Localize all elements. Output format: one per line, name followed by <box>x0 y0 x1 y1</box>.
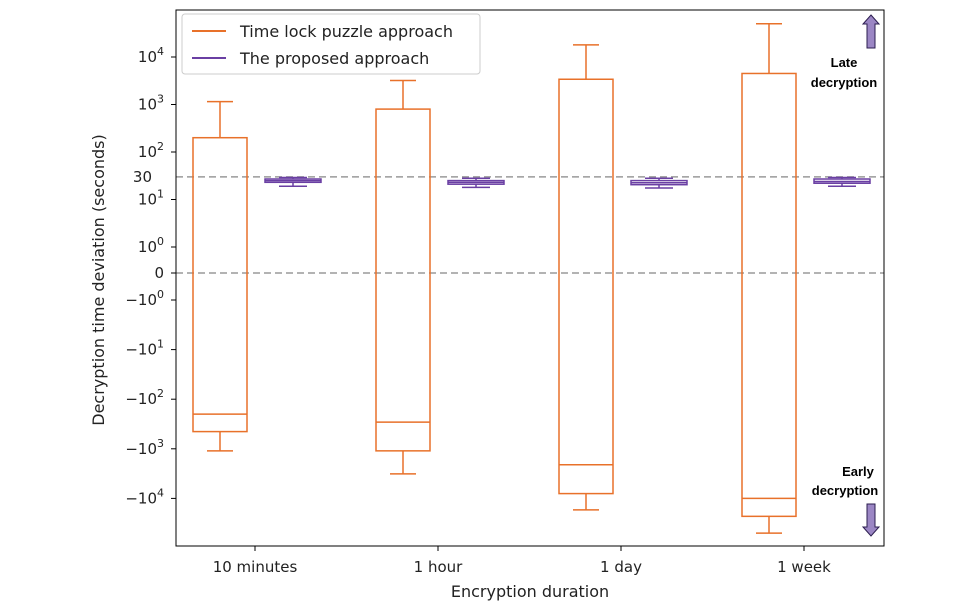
y-tick-label: −103 <box>125 437 164 458</box>
down-arrow-icon <box>861 503 881 537</box>
box-0-2 <box>558 44 614 511</box>
late-decryption-annotation: Late decryption <box>811 14 881 90</box>
late-label-line1: Late <box>831 55 858 70</box>
x-axis-title: Encryption duration <box>451 582 609 601</box>
box-1-2 <box>630 177 688 189</box>
y-tick-label: −102 <box>125 387 164 408</box>
x-axis-ticks: 10 minutes 1 hour 1 day 1 week <box>213 546 831 576</box>
x-tick-label: 10 minutes <box>213 558 298 576</box>
early-label-line2: decryption <box>812 483 879 498</box>
y-tick-label: 103 <box>138 93 164 114</box>
late-label-line2: decryption <box>811 75 878 90</box>
iqr-box <box>741 72 797 518</box>
iqr-box <box>192 136 248 433</box>
y-tick-label: −101 <box>125 338 164 359</box>
y-tick-label: 30 <box>133 168 152 186</box>
y-tick-label: 101 <box>138 188 164 209</box>
legend-label-time-lock: Time lock puzzle approach <box>239 22 453 41</box>
y-axis-title: Decryption time deviation (seconds) <box>89 134 108 425</box>
early-label-line1: Early <box>842 464 875 479</box>
early-decryption-annotation: Early decryption <box>812 464 881 537</box>
reference-lines <box>176 176 884 274</box>
x-tick-label: 1 day <box>600 558 642 576</box>
iqr-box <box>558 78 614 495</box>
box-1-1 <box>447 177 505 189</box>
box-0-1 <box>375 79 431 475</box>
box-0-0 <box>192 100 248 452</box>
up-arrow-icon <box>861 14 881 49</box>
y-tick-label: −100 <box>125 288 164 309</box>
box-series <box>192 23 871 534</box>
box-1-3 <box>813 176 871 188</box>
y-tick-label: 104 <box>138 45 164 66</box>
legend: Time lock puzzle approach The proposed a… <box>181 13 481 75</box>
x-tick-label: 1 hour <box>414 558 464 576</box>
y-tick-label: 0 <box>154 264 164 282</box>
box-0-3 <box>741 23 797 534</box>
box-1-0 <box>264 176 322 188</box>
iqr-box <box>375 108 431 452</box>
y-axis-ticks: 104 103 102 30 101 100 0 −100 −101 −102 −103 −104 <box>125 45 176 507</box>
plot-frame <box>175 9 885 547</box>
y-tick-label: 100 <box>138 235 164 256</box>
y-tick-label: −104 <box>125 486 164 507</box>
y-tick-label: 102 <box>138 140 164 161</box>
x-tick-label: 1 week <box>777 558 831 576</box>
legend-label-proposed: The proposed approach <box>239 49 429 68</box>
legend-box <box>181 13 481 75</box>
